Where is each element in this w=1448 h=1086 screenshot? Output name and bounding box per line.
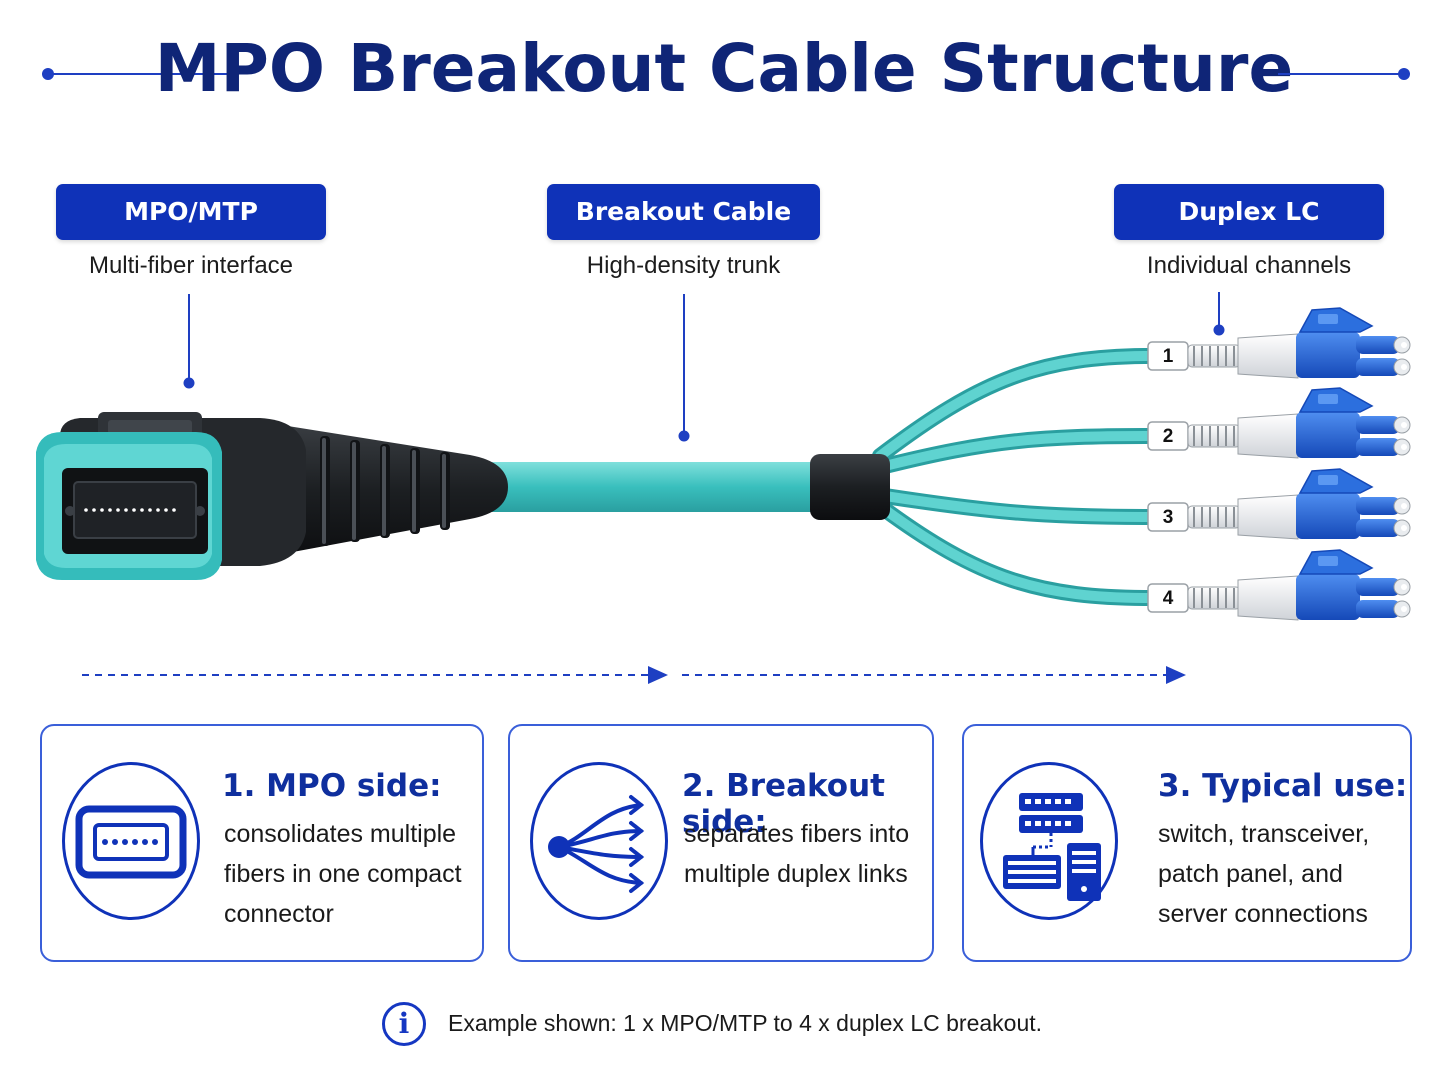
channel-label-2: 2 [1162,426,1174,447]
card-mpo-side: 1. MPO side: consolidates multiple fiber… [40,724,484,962]
lc-connector-4 [1147,549,1411,621]
mpo-connector-subtitle: Multi-fiber interface [88,252,294,279]
lc-connectors-tag: Duplex LC Connectors [1114,184,1384,282]
card-breakout-line-1: separates fibers into [684,820,910,848]
info-icon: i [382,1002,426,1046]
card-typical-line-3: server connections [1158,900,1368,928]
card-breakout-title: 2. Breakout side: [682,768,885,840]
card-mpo-line-3: connector [224,900,334,928]
title-right-line [1278,73,1404,75]
cable-illustration [36,292,1411,684]
lc-connectors-subtitle: Individual channels [1146,252,1352,279]
card-mpo-line-1: consolidates multiple [224,820,457,848]
mpo-port-icon [62,762,200,920]
lc-connector-1 [1147,307,1411,379]
page-title: MPO Breakout Cable Structure [154,30,1294,107]
channel-label-4: 4 [1162,588,1174,609]
card-typical-body: switch, transceiver, patch panel, and se… [1158,814,1369,934]
breakout-cable-tag: Breakout Cable [547,184,820,240]
card-breakout-body: separates fibers into multiple duplex li… [684,814,909,894]
lc-connector-2 [1147,387,1411,459]
card-mpo-body: consolidates multiple fibers in one comp… [224,814,462,934]
title-left-line [48,73,238,75]
card-typical-use: 3. Typical use: switch, transceiver, pat… [962,724,1412,962]
trunk-cable [480,462,820,512]
card-breakout-line-2: multiple duplex links [684,860,908,888]
breakout-cable-subtitle: High-density trunk [586,252,781,279]
channel-label-1: 1 [1162,346,1174,367]
card-mpo-line-2: fibers in one compact [224,860,462,888]
card-typical-title: 3. Typical use: [1158,768,1408,804]
leader-lines [183,292,1225,442]
lc-connector-3 [1147,468,1411,540]
flow-arrows [82,666,1186,684]
network-equipment-icon [980,762,1118,920]
channel-label-3: 3 [1162,507,1174,528]
card-mpo-title: 1. MPO side: [222,768,442,804]
fan-out-arrows-icon [530,762,668,920]
mpo-connector [36,412,508,580]
breakout-splitter-sleeve [810,454,890,520]
breakout-fibers [872,348,1160,606]
card-typical-line-1: switch, transceiver, [1158,820,1370,848]
card-typical-line-2: patch panel, and [1158,860,1343,888]
card-breakout-side: 2. Breakout side: separates fibers into … [508,724,934,962]
mpo-connector-tag: MPO/MTP Connector [56,184,326,282]
footnote: Example shown: 1 x MPO/MTP to 4 x duplex… [448,1010,1043,1036]
title-right-dot [1398,68,1410,80]
